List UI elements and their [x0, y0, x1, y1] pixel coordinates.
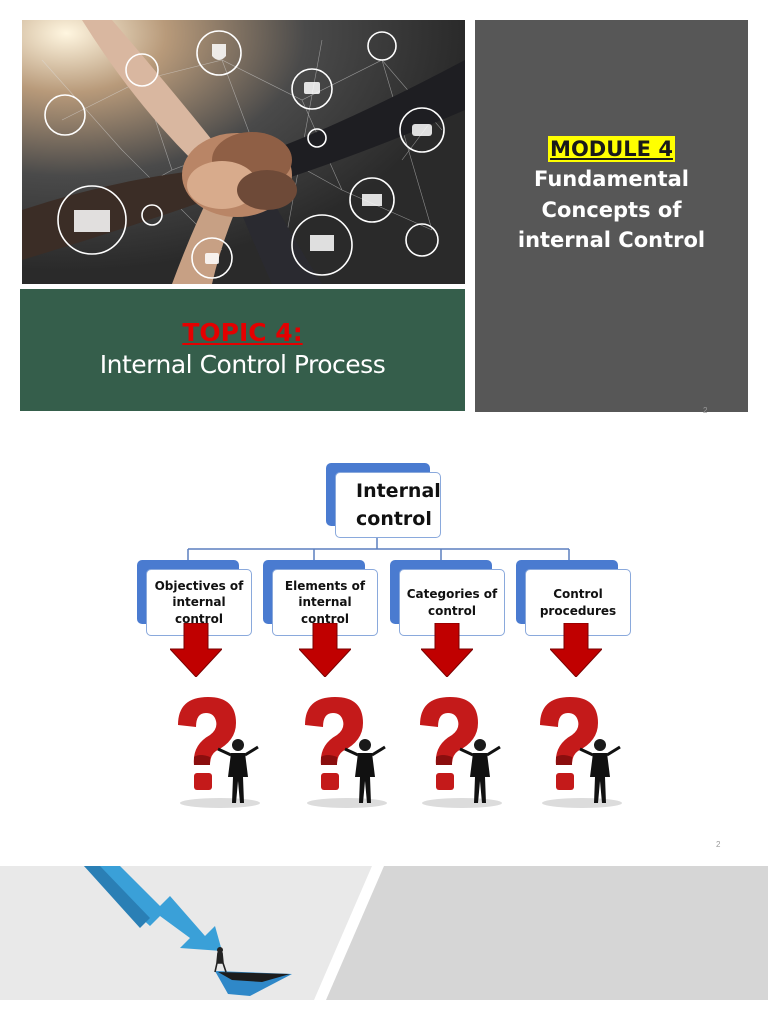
topic-panel: TOPIC 4: Internal Control Process	[20, 289, 465, 411]
red-arrow-down-icon	[170, 623, 222, 677]
topic-title: Internal Control Process	[99, 349, 386, 379]
topic-label: TOPIC 4:	[182, 317, 303, 347]
slide-3-graphic	[84, 866, 768, 1000]
red-arrow-down-icon	[299, 623, 351, 677]
page-number: 2	[703, 406, 708, 415]
page-number: 2	[716, 840, 721, 849]
question-mark-person-icon	[420, 697, 502, 808]
question-mark-person-icon	[540, 697, 622, 808]
module-title: Fundamental Concepts of internal Control	[517, 167, 706, 253]
question-mark-person-icon	[178, 697, 260, 808]
teamwork-hands-photo	[22, 20, 465, 284]
module-panel: MODULE 4 Fundamental Concepts of interna…	[475, 20, 748, 412]
root-box: Internal control	[335, 472, 441, 538]
red-arrow-down-icon	[421, 623, 473, 677]
child-box-elements: Elements of internal control	[272, 569, 378, 636]
red-arrow-down-icon	[550, 623, 602, 677]
question-mark-person-icon	[305, 697, 387, 808]
hierarchy-connectors	[187, 537, 570, 561]
module-label: MODULE 4	[548, 136, 675, 163]
